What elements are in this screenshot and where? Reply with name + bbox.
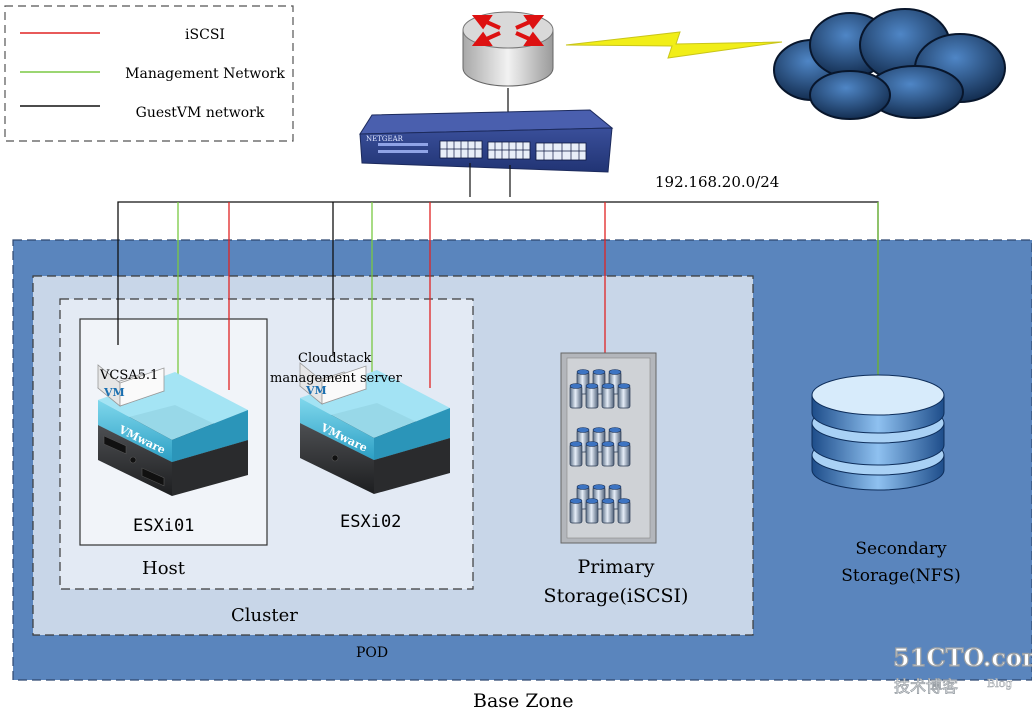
- disk-top: [576, 427, 590, 433]
- disk-top: [617, 498, 631, 504]
- disk-top: [585, 441, 599, 447]
- site-watermark: 51CTO.com 技术博客 Blog: [892, 642, 1032, 696]
- disk-top: [576, 369, 590, 375]
- secondary-storage-icon: [811, 374, 945, 491]
- disk-icon: [585, 385, 599, 409]
- disk-icon: [617, 500, 631, 524]
- vm-label-line: Cloudstack: [298, 351, 372, 366]
- disk-icon: [601, 385, 615, 409]
- secondary-storage-label-2: Storage(NFS): [841, 566, 961, 586]
- disk-icon: [569, 500, 583, 524]
- esxi-server-2-vm-badge: VM: [305, 384, 327, 397]
- wan-link-icon: [565, 31, 783, 59]
- zone-label: Base Zone: [473, 690, 573, 710]
- disk-top: [592, 484, 606, 490]
- pod-label: POD: [356, 645, 388, 661]
- disk-icon: [617, 443, 631, 467]
- primary-storage-label-2: Storage(iSCSI): [544, 585, 689, 607]
- disk-icon: [585, 443, 599, 467]
- disk-top: [601, 441, 615, 447]
- disk-top: [569, 441, 583, 447]
- disk-top: [569, 498, 583, 504]
- disk-top: [617, 383, 631, 389]
- legend: iSCSI Management Network GuestVM network: [4, 5, 294, 142]
- esxi-server-1: VMware VM VCSA5.1: [97, 364, 248, 496]
- internet-cloud-icon: [773, 8, 1006, 120]
- primary-storage-icon: [560, 352, 657, 544]
- disk-top: [576, 484, 590, 490]
- cluster-label: Cluster: [231, 605, 298, 626]
- primary-storage-label-1: Primary: [577, 556, 654, 578]
- disk-icon: [569, 385, 583, 409]
- disk-top: [592, 369, 606, 375]
- disk-top: [601, 383, 615, 389]
- network-links: [117, 201, 879, 390]
- vm-icon: VM: [299, 362, 367, 405]
- disk-top: [585, 383, 599, 389]
- disk-icon: [617, 385, 631, 409]
- disk-icon: [601, 500, 615, 524]
- host-label: Host: [142, 558, 186, 579]
- esxi-server-1-vm-badge: VM: [103, 386, 125, 399]
- disk-top: [601, 498, 615, 504]
- disk-top: [569, 383, 583, 389]
- router-icon: [462, 11, 554, 118]
- esxi-server-1-vm-label: VCSA5.1: [99, 368, 158, 383]
- disk-top: [617, 441, 631, 447]
- switch-brand: NETGEAR: [366, 135, 404, 143]
- watermark-sub: 技术博客: [894, 677, 958, 696]
- disk-top: [608, 369, 622, 375]
- disk-top: [592, 427, 606, 433]
- subnet-label: 192.168.20.0/24: [655, 173, 779, 191]
- disk-icon: [585, 500, 599, 524]
- disk-top: [585, 498, 599, 504]
- legend-iscsi-label: iSCSI: [185, 27, 225, 43]
- legend-guestvm-label: GuestVM network: [136, 105, 265, 121]
- disk-icon: [569, 443, 583, 467]
- esxi-server-1-name: ESXi01: [133, 516, 194, 536]
- disk-top: [608, 484, 622, 490]
- disk-icon: [601, 443, 615, 467]
- watermark-site: 51CTO.com: [893, 643, 1032, 672]
- legend-management-label: Management Network: [125, 66, 285, 82]
- watermark-blog: Blog: [987, 677, 1012, 690]
- disk-top: [608, 427, 622, 433]
- esxi-server-2-vm-label: Cloudstack management server: [270, 351, 403, 386]
- secondary-storage-label-1: Secondary: [855, 539, 947, 559]
- esxi-server-2-name: ESXi02: [340, 512, 401, 532]
- network-switch-icon: NETGEAR: [359, 109, 614, 173]
- vm-label-line: management server: [270, 371, 403, 386]
- vm-icon: VM: [97, 364, 165, 407]
